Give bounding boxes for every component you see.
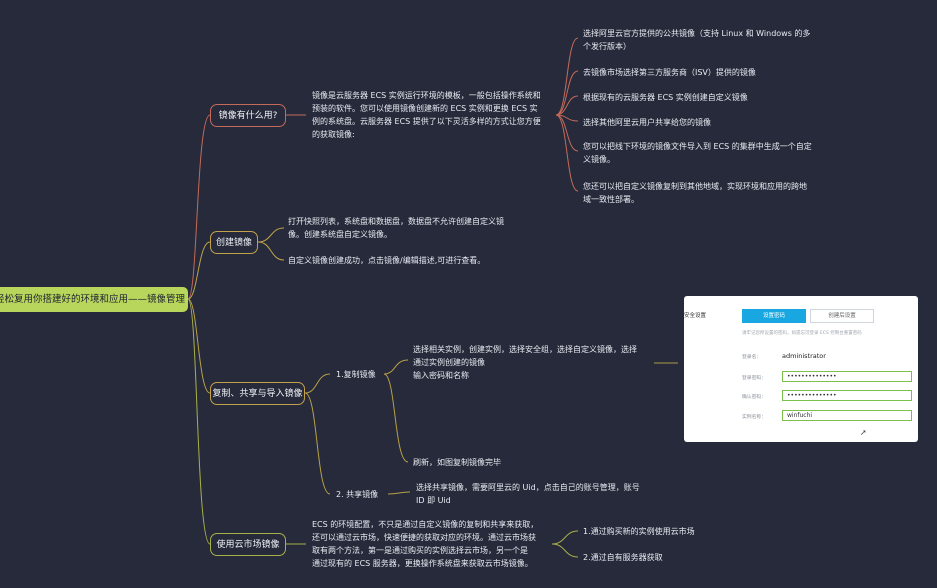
password-hint: 请牢记您所设置的密码，如遗忘可登录 ECS 控制台重置密码	[742, 331, 862, 336]
branch-copy-share-import[interactable]: 复制、共享与导入镜像	[210, 382, 305, 405]
security-settings-label: 安全设置	[684, 313, 707, 319]
password-label: 登录密码：	[742, 376, 766, 381]
branch-cloud-market-image[interactable]: 使用云市场镜像	[210, 533, 286, 556]
login-name-value: administrator	[782, 352, 826, 360]
confirm-password-field[interactable]: ••••••••••••••	[782, 390, 912, 401]
login-name-label: 登录名：	[742, 355, 762, 360]
image-source-item: 您可以把线下环境的镜像文件导入到 ECS 的集群中生成一个自定 义镜像。	[583, 142, 812, 164]
password-settings-screenshot: 安全设置 设置密码 创建后设置 请牢记您所设置的密码，如遗忘可登录 ECS 控制…	[684, 296, 918, 442]
instance-name-field[interactable]: winfuchi	[782, 410, 912, 421]
share-image-step: 选择共享镜像，需要阿里云的 Uid，点击自己的账号管理，账号 ID 即 Uid	[416, 483, 640, 505]
confirm-password-label: 确认密码：	[742, 395, 766, 400]
sub-share-image[interactable]: 2. 共享镜像	[336, 490, 379, 499]
cloud-market-description: ECS 的环境配置，不只是通过自定义镜像的复制和共享来获取， 还可以通过云市场，…	[312, 520, 539, 568]
sub-copy-image[interactable]: 1.复制镜像	[336, 370, 376, 379]
branch-image-purpose[interactable]: 镜像有什么用?	[210, 104, 286, 127]
branch-create-image[interactable]: 创建镜像	[210, 231, 258, 254]
tab-set-later[interactable]: 创建后设置	[810, 309, 874, 323]
image-source-item: 选择其他阿里云用户共享给您的镜像	[583, 118, 711, 127]
root-topic[interactable]: 轻松复用你搭建好的环境和应用——镜像管理	[0, 287, 188, 312]
image-source-item: 根据现有的云服务器 ECS 实例创建自定义镜像	[583, 93, 748, 102]
image-source-item: 选择阿里云官方提供的公共镜像（支持 Linux 和 Windows 的多 个发行…	[583, 29, 811, 51]
image-source-item: 您还可以把自定义镜像复制到其他地域，实现环境和应用的跨地 域一致性部署。	[583, 182, 807, 204]
tab-set-password[interactable]: 设置密码	[742, 309, 806, 323]
password-field[interactable]: ••••••••••••••	[782, 371, 912, 382]
instance-name-label: 实例名称：	[742, 415, 766, 420]
image-source-item: 去镜像市场选择第三方服务商（ISV）提供的镜像	[583, 68, 756, 77]
copy-image-step: 刷新，如图复制镜像完毕	[413, 458, 501, 467]
create-image-step: 打开快照列表，系统盘和数据盘，数据盘不允许创建自定义镜 像。创建系统盘自定义镜像…	[288, 217, 504, 239]
create-image-step: 自定义镜像创建成功，点击镜像/编辑描述,可进行查看。	[288, 256, 486, 265]
cloud-market-method: 2.通过自有服务器获取	[583, 553, 663, 562]
cloud-market-method: 1.通过购买新的实例使用云市场	[583, 527, 695, 536]
image-purpose-description: 镜像是云服务器 ECS 实例运行环境的模板，一般包括操作系统和 预装的软件。您可…	[312, 91, 541, 139]
copy-image-step: 选择相关实例，创建实例，选择安全组，选择自定义镜像，选择 通过实例创建的镜像 输…	[413, 345, 637, 380]
mouse-cursor-icon: ➚	[860, 428, 867, 437]
